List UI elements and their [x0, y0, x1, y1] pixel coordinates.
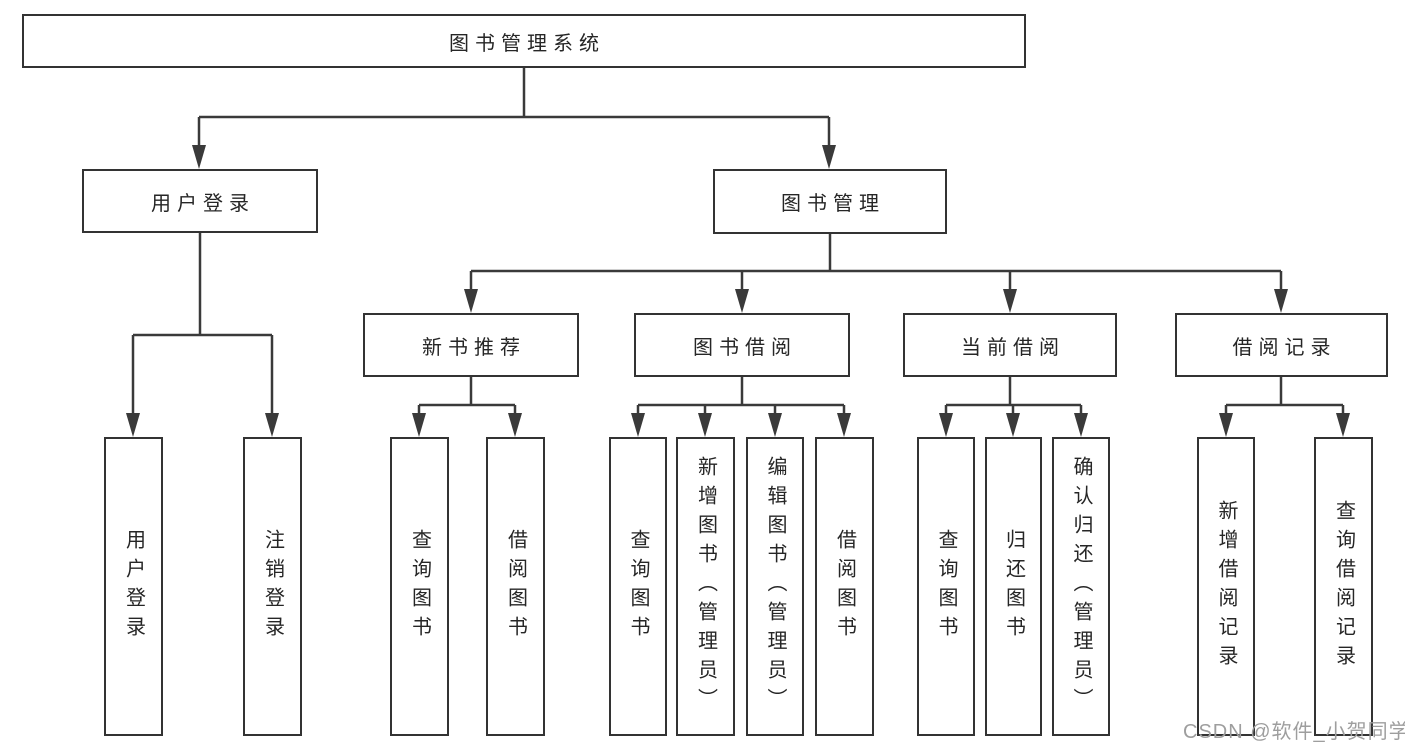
leaf-return-book: 归还图书 [985, 437, 1042, 736]
leaf-borrow-book: 借阅图书 [815, 437, 874, 736]
node-borrow-records: 借阅记录 [1175, 313, 1388, 377]
leaf-label: 用户登录 [122, 528, 145, 645]
leaf-label: 借阅图书 [504, 528, 527, 645]
leaf-query-borrow-record: 查询借阅记录 [1314, 437, 1373, 736]
leaf-add-borrow-record: 新增借阅记录 [1197, 437, 1255, 736]
node-new-book-recommend: 新书推荐 [363, 313, 579, 377]
leaf-add-book-admin: 新增图书（管理员） [676, 437, 735, 736]
node-user-login: 用户登录 [82, 169, 318, 233]
leaf-logout: 注销登录 [243, 437, 302, 736]
leaf-edit-book-admin: 编辑图书（管理员） [746, 437, 804, 736]
csdn-watermark: CSDN @软件_小贺同学 [1183, 721, 1405, 743]
leaf-label: 确认归还（管理员） [1070, 456, 1092, 717]
leaf-query-book-recommend: 查询图书 [390, 437, 449, 736]
leaf-user-login: 用户登录 [104, 437, 163, 736]
leaf-label: 编辑图书（管理员） [764, 456, 786, 717]
node-root-system: 图书管理系统 [22, 14, 1026, 68]
leaf-confirm-return-admin: 确认归还（管理员） [1052, 437, 1110, 736]
leaf-borrow-book-recommend: 借阅图书 [486, 437, 545, 736]
node-book-management: 图书管理 [713, 169, 947, 234]
leaf-label: 借阅图书 [833, 528, 856, 645]
leaf-label: 归还图书 [1002, 528, 1025, 645]
leaf-query-book-current: 查询图书 [917, 437, 975, 736]
leaf-label: 查询图书 [627, 528, 649, 645]
leaf-label: 新增图书（管理员） [694, 456, 717, 717]
leaf-label: 注销登录 [261, 528, 284, 645]
leaf-label: 新增借阅记录 [1215, 499, 1237, 674]
leaf-query-book-borrow: 查询图书 [609, 437, 667, 736]
node-current-borrow: 当前借阅 [903, 313, 1117, 377]
leaf-label: 查询图书 [935, 528, 957, 645]
leaf-label: 查询借阅记录 [1332, 499, 1355, 674]
leaf-label: 查询图书 [408, 528, 431, 645]
node-book-borrow: 图书借阅 [634, 313, 850, 377]
